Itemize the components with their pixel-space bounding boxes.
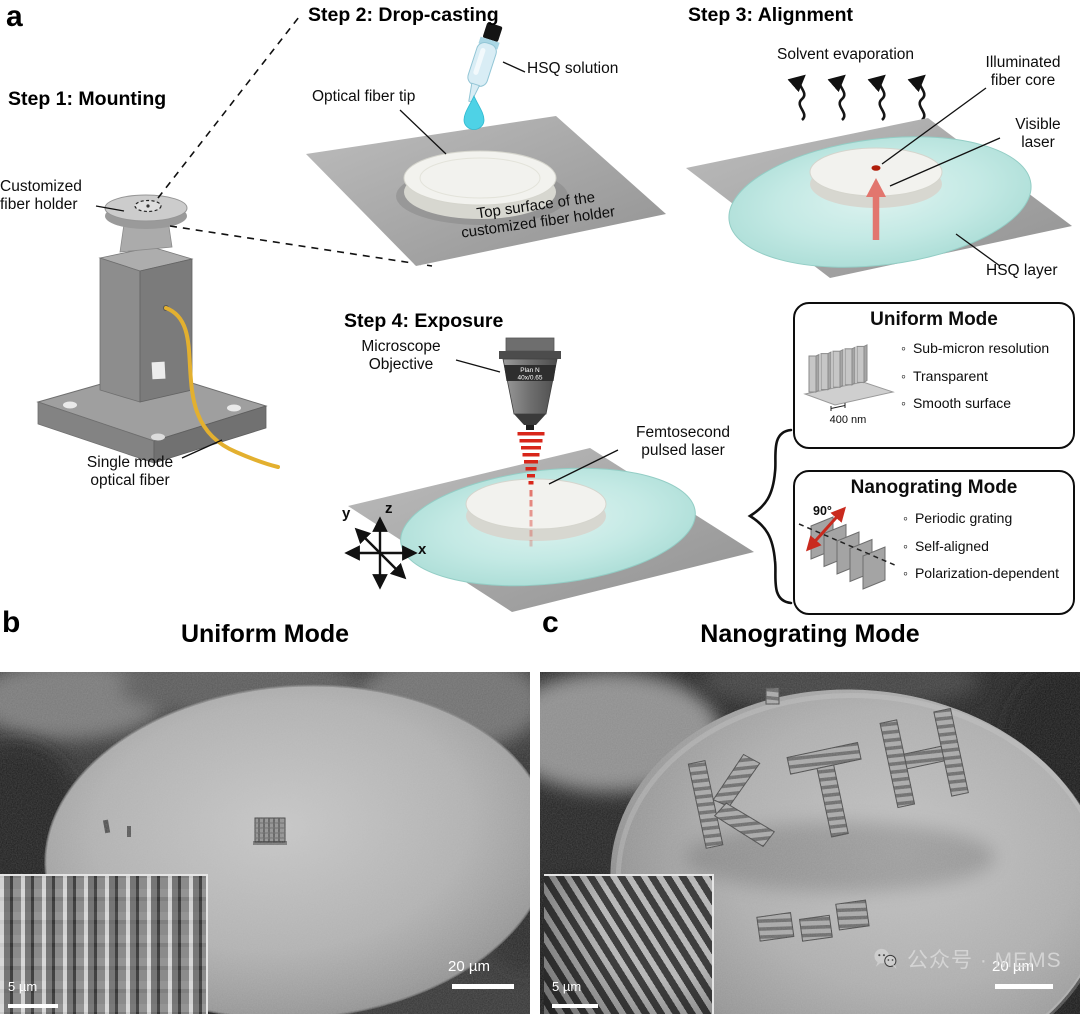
fiber-tip-label: Optical fiber tip bbox=[312, 88, 416, 105]
microscope-objective: Plan N 40x/0.65 bbox=[499, 337, 561, 430]
bullet-item: Smooth surface bbox=[901, 395, 1069, 413]
bullet-item: Sub-micron resolution bbox=[901, 340, 1069, 358]
nanograting-structure-icon bbox=[798, 506, 898, 590]
main-scale-bar bbox=[452, 984, 514, 989]
drop-casting-illustration bbox=[306, 22, 666, 266]
fiber-label: Single mode optical fiber bbox=[86, 454, 174, 489]
inset-scale-bar bbox=[552, 1004, 598, 1008]
femtosecond-beam bbox=[517, 432, 545, 547]
uniform-structure-icon bbox=[803, 344, 895, 411]
femtosecond-laser-label: Femtosecond pulsed laser bbox=[636, 424, 730, 459]
step3-title: Step 3: Alignment bbox=[688, 4, 854, 26]
zoom-connector-line bbox=[157, 16, 300, 199]
step2-title: Step 2: Drop-casting bbox=[308, 4, 499, 26]
wechat-icon bbox=[874, 948, 897, 970]
visible-laser-label: Visible laser bbox=[1015, 116, 1061, 151]
hsq-layer-label: HSQ layer bbox=[986, 262, 1058, 279]
grating-scale-label: 400 nm bbox=[829, 414, 867, 426]
panel-b-label: b bbox=[2, 606, 21, 639]
panel-c-sem-image: 5 µm 20 µm bbox=[540, 672, 1080, 1014]
bullet-item: Transparent bbox=[901, 368, 1069, 386]
process-schematic: Plan N 40x/0.65 bbox=[36, 16, 1072, 612]
uniform-mode-box: Uniform Mode 400 nm Sub-micron resolutio… bbox=[793, 302, 1075, 449]
main-scale-bar bbox=[995, 984, 1053, 989]
inset-scale-bar bbox=[8, 1004, 58, 1008]
inset-scale-text: 5 µm bbox=[552, 979, 582, 994]
axis-z-label: z bbox=[385, 500, 393, 517]
pipette bbox=[467, 22, 503, 103]
uniform-mode-bullets: Sub-micron resolution Transparent Smooth… bbox=[901, 340, 1069, 413]
exposure-illustration: Plan N 40x/0.65 bbox=[344, 337, 754, 612]
axis-y-label: y bbox=[342, 505, 351, 522]
axis-x-label: x bbox=[418, 541, 427, 558]
leader-lines bbox=[95, 61, 1001, 485]
step4-title: Step 4: Exposure bbox=[344, 310, 504, 332]
grating-angle-label: 90° bbox=[813, 504, 832, 518]
hsq-solution-label: HSQ solution bbox=[527, 60, 619, 77]
nanograting-mode-box: Nanograting Mode 90° Periodic grating Se… bbox=[793, 470, 1075, 615]
nanograting-mode-box-title: Nanograting Mode bbox=[850, 477, 1018, 498]
panel-c-title: Nanograting Mode bbox=[700, 620, 920, 648]
panel-c-label: c bbox=[542, 606, 559, 639]
evaporation-arrows bbox=[787, 74, 926, 121]
panel-b-sem-image: 5 µm 20 µm bbox=[0, 672, 530, 1014]
inset-scale-text: 5 µm bbox=[8, 979, 38, 994]
bullet-item: Periodic grating bbox=[903, 510, 1069, 528]
bullet-item: Polarization-dependent bbox=[903, 565, 1069, 583]
illuminated-core-dot bbox=[871, 165, 881, 171]
panel-b-inset: 5 µm bbox=[0, 874, 208, 1014]
uniform-mode-box-title: Uniform Mode bbox=[870, 309, 998, 330]
fiber-mount-illustration bbox=[36, 194, 280, 469]
watermark-text: 公众号 · MEMS bbox=[907, 949, 1062, 972]
objective-marking-line1: Plan N bbox=[520, 367, 540, 374]
panel-c-inset: 5 µm bbox=[544, 874, 714, 1014]
step1-title: Step 1: Mounting bbox=[8, 88, 167, 110]
coordinate-axes bbox=[344, 516, 418, 590]
nanograting-mode-bullets: Periodic grating Self-aligned Polarizati… bbox=[903, 510, 1069, 583]
objective-label: Microscope Objective bbox=[361, 338, 441, 373]
optical-fiber-cable bbox=[164, 306, 280, 469]
hsq-droplet bbox=[463, 95, 485, 130]
objective-marking-line2: 40x/0.65 bbox=[518, 375, 543, 382]
evaporation-label: Solvent evaporation bbox=[777, 46, 915, 63]
main-scale-text: 20 µm bbox=[992, 958, 1034, 975]
alignment-illustration bbox=[686, 74, 1072, 278]
watermark: 公众号 · MEMS bbox=[872, 944, 1062, 974]
panel-a-label: a bbox=[6, 0, 23, 33]
modes-brace bbox=[747, 428, 793, 605]
panel-b-title: Uniform Mode bbox=[180, 620, 350, 648]
holder-label: Customized fiber holder bbox=[0, 178, 82, 213]
bullet-item: Self-aligned bbox=[903, 538, 1069, 556]
main-scale-text: 20 µm bbox=[448, 958, 490, 975]
illuminated-core-label: Illuminated fiber core bbox=[985, 54, 1061, 89]
zoom-connector-line bbox=[169, 225, 433, 267]
